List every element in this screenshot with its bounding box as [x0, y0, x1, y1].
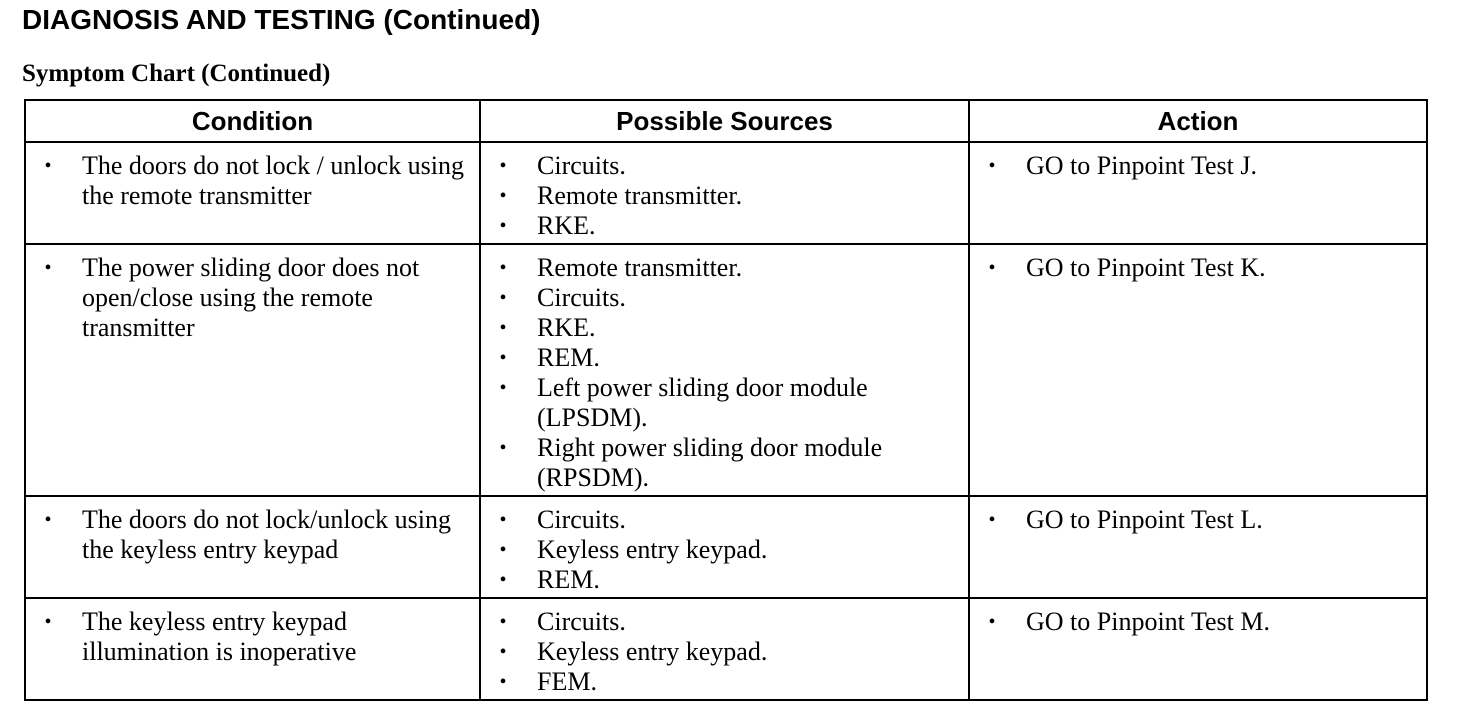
condition-text: The keyless entry keypad illumination is…: [82, 607, 357, 666]
bullet-icon: •: [499, 347, 507, 369]
bullet-icon: •: [499, 287, 507, 309]
condition-text: The power sliding door does not open/clo…: [82, 253, 420, 342]
source-text: Circuits.: [537, 607, 626, 636]
list-item: • Remote transmitter.: [491, 181, 962, 211]
list-item: • Keyless entry keypad.: [491, 535, 962, 565]
bullet-icon: •: [499, 215, 507, 237]
condition-cell: • The doors do not lock/unlock using the …: [24, 495, 481, 599]
list-item: • Remote transmitter.: [491, 253, 962, 283]
source-text: REM.: [537, 565, 600, 594]
bullet-icon: •: [44, 155, 52, 177]
source-text: Left power sliding door module (LPSDM).: [537, 373, 868, 432]
bullet-icon: •: [499, 569, 507, 591]
condition-cell: • The doors do not lock / unlock using th…: [24, 141, 481, 245]
column-header-condition: Condition: [24, 99, 481, 143]
action-text: GO to Pinpoint Test M.: [1026, 607, 1271, 636]
bullet-icon: •: [44, 509, 52, 531]
list-item: • GO to Pinpoint Test K.: [980, 253, 1420, 283]
list-item: • The doors do not lock/unlock using the …: [36, 505, 473, 565]
source-text: Keyless entry keypad.: [537, 535, 768, 564]
section-title: Symptom Chart (Continued): [22, 60, 331, 87]
source-text: Circuits.: [537, 505, 626, 534]
action-cell: • GO to Pinpoint Test J.: [968, 141, 1428, 245]
bullet-icon: •: [44, 257, 52, 279]
bullet-icon: •: [988, 155, 996, 177]
bullet-icon: •: [499, 509, 507, 531]
sources-cell: • Remote transmitter. • Circuits. • RKE. • R…: [479, 243, 970, 497]
list-item: • Right power sliding door module (RPSDM)…: [491, 433, 962, 493]
source-text: RKE.: [537, 313, 596, 342]
source-text: REM.: [537, 343, 600, 372]
column-header-possible-sources: Possible Sources: [479, 99, 970, 143]
bullet-icon: •: [988, 509, 996, 531]
sources-cell: • Circuits. • Keyless entry keypad. • REM.: [479, 495, 970, 599]
list-item: • Keyless entry keypad.: [491, 637, 962, 667]
list-item: • RKE.: [491, 313, 962, 343]
list-item: • GO to Pinpoint Test M.: [980, 607, 1420, 637]
bullet-icon: •: [499, 377, 507, 399]
condition-cell: • The keyless entry keypad illumination i…: [24, 597, 481, 701]
bullet-icon: •: [499, 257, 507, 279]
sources-cell: • Circuits. • Remote transmitter. • RKE.: [479, 141, 970, 245]
condition-cell: • The power sliding door does not open/cl…: [24, 243, 481, 497]
list-item: • Left power sliding door module (LPSDM).: [491, 373, 962, 433]
sources-cell: • Circuits. • Keyless entry keypad. • FEM.: [479, 597, 970, 701]
bullet-icon: •: [499, 611, 507, 633]
bullet-icon: •: [499, 539, 507, 561]
list-item: • Circuits.: [491, 505, 962, 535]
page-title: DIAGNOSIS AND TESTING (Continued): [22, 4, 541, 35]
table-row: • The doors do not lock / unlock using th…: [24, 141, 1428, 245]
list-item: • GO to Pinpoint Test J.: [980, 151, 1420, 181]
list-item: • FEM.: [491, 667, 962, 697]
source-text: Right power sliding door module (RPSDM).: [537, 433, 883, 492]
table-row: • The doors do not lock/unlock using the …: [24, 495, 1428, 599]
bullet-icon: •: [988, 611, 996, 633]
list-item: • RKE.: [491, 211, 962, 241]
action-text: GO to Pinpoint Test L.: [1026, 505, 1263, 534]
table-header-row: Condition Possible Sources Action: [24, 99, 1428, 143]
action-cell: • GO to Pinpoint Test L.: [968, 495, 1428, 599]
bullet-icon: •: [499, 155, 507, 177]
source-text: RKE.: [537, 211, 596, 240]
action-text: GO to Pinpoint Test J.: [1026, 151, 1258, 180]
column-header-action: Action: [968, 99, 1428, 143]
table-row: • The power sliding door does not open/cl…: [24, 243, 1428, 497]
bullet-icon: •: [499, 641, 507, 663]
condition-text: The doors do not lock / unlock using the…: [82, 151, 465, 210]
list-item: • Circuits.: [491, 151, 962, 181]
list-item: • REM.: [491, 343, 962, 373]
condition-text: The doors do not lock/unlock using the k…: [82, 505, 452, 564]
list-item: • The doors do not lock / unlock using th…: [36, 151, 473, 211]
source-text: FEM.: [537, 667, 597, 696]
source-text: Keyless entry keypad.: [537, 637, 768, 666]
list-item: • Circuits.: [491, 283, 962, 313]
source-text: Remote transmitter.: [537, 181, 743, 210]
bullet-icon: •: [44, 611, 52, 633]
list-item: • REM.: [491, 565, 962, 595]
list-item: • GO to Pinpoint Test L.: [980, 505, 1420, 535]
symptom-chart-table: Condition Possible Sources Action • The d…: [24, 99, 1428, 701]
source-text: Circuits.: [537, 151, 626, 180]
list-item: • The keyless entry keypad illumination i…: [36, 607, 473, 667]
bullet-icon: •: [499, 437, 507, 459]
action-cell: • GO to Pinpoint Test K.: [968, 243, 1428, 497]
bullet-icon: •: [988, 257, 996, 279]
action-cell: • GO to Pinpoint Test M.: [968, 597, 1428, 701]
action-text: GO to Pinpoint Test K.: [1026, 253, 1266, 282]
bullet-icon: •: [499, 671, 507, 693]
bullet-icon: •: [499, 185, 507, 207]
list-item: • The power sliding door does not open/cl…: [36, 253, 473, 343]
table-row: • The keyless entry keypad illumination i…: [24, 597, 1428, 701]
bullet-icon: •: [499, 317, 507, 339]
source-text: Circuits.: [537, 283, 626, 312]
source-text: Remote transmitter.: [537, 253, 743, 282]
list-item: • Circuits.: [491, 607, 962, 637]
